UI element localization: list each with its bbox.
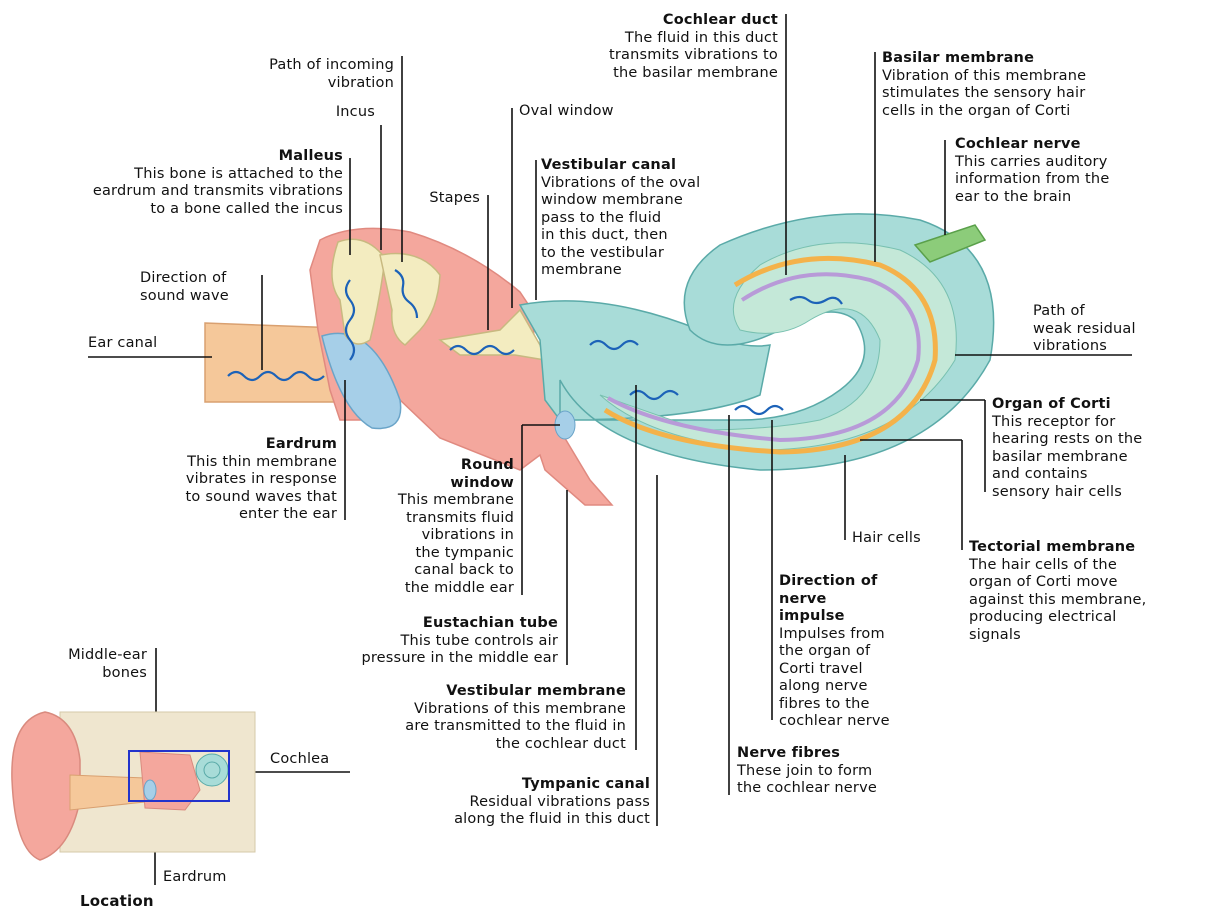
- label-round-window: Round window This membrane transmits flu…: [352, 457, 514, 597]
- label-location: Location: [80, 893, 154, 911]
- label-cochlear-duct: Cochlear duct The fluid in this duct tra…: [556, 12, 778, 82]
- label-ear-canal: Ear canal: [88, 335, 157, 353]
- nerve-fibres-title: Nerve fibres: [737, 745, 877, 763]
- label-middle-ear-bones: Middle-ear bones: [30, 647, 147, 682]
- eustachian-tube-title: Eustachian tube: [290, 615, 558, 633]
- label-incus: Incus: [300, 104, 375, 122]
- malleus-title: Malleus: [8, 148, 343, 166]
- cochlear-duct-desc: The fluid in this duct transmits vibrati…: [556, 30, 778, 83]
- label-eardrum-small: Eardrum: [163, 869, 227, 887]
- vestibular-membrane-title: Vestibular membrane: [330, 683, 626, 701]
- label-hair-cells: Hair cells: [852, 530, 921, 548]
- tectorial-membrane-desc: The hair cells of the organ of Corti mov…: [969, 557, 1146, 645]
- organ-corti-title: Organ of Corti: [992, 396, 1142, 414]
- cochlear-duct-title: Cochlear duct: [556, 12, 778, 30]
- eardrum-title: Eardrum: [120, 436, 337, 454]
- tympanic-canal-desc: Residual vibrations pass along the fluid…: [380, 794, 650, 829]
- tectorial-membrane-title: Tectorial membrane: [969, 539, 1146, 557]
- label-nerve-fibres: Nerve fibres These join to form the coch…: [737, 745, 877, 798]
- cochlear-nerve-desc: This carries auditory information from t…: [955, 154, 1109, 207]
- eardrum-desc: This thin membrane vibrates in response …: [120, 454, 337, 524]
- label-vestibular-canal: Vestibular canal Vibrations of the oval …: [541, 157, 700, 280]
- tympanic-canal-title: Tympanic canal: [380, 776, 650, 794]
- basilar-membrane-title: Basilar membrane: [882, 50, 1086, 68]
- cochlear-nerve-title: Cochlear nerve: [955, 136, 1109, 154]
- label-tectorial-membrane: Tectorial membrane The hair cells of the…: [969, 539, 1146, 644]
- organ-corti-desc: This receptor for hearing rests on the b…: [992, 414, 1142, 502]
- round-window-desc: This membrane transmits fluid vibrations…: [352, 492, 514, 597]
- label-vestibular-membrane: Vestibular membrane Vibrations of this m…: [330, 683, 626, 753]
- basilar-membrane-desc: Vibration of this membrane stimulates th…: [882, 68, 1086, 121]
- malleus-desc: This bone is attached to the eardrum and…: [8, 166, 343, 219]
- label-tympanic-canal: Tympanic canal Residual vibrations pass …: [380, 776, 650, 829]
- inset-cochlea: [196, 754, 228, 786]
- round-window-title: Round window: [352, 457, 514, 492]
- label-cochlea: Cochlea: [270, 751, 329, 769]
- eustachian-tube-desc: This tube controls air pressure in the m…: [290, 633, 558, 668]
- nerve-fibres-desc: These join to form the cochlear nerve: [737, 763, 877, 798]
- label-eardrum: Eardrum This thin membrane vibrates in r…: [120, 436, 337, 524]
- direction-nerve-desc: Impulses from the organ of Corti travel …: [779, 626, 890, 731]
- label-cochlear-nerve: Cochlear nerve This carries auditory inf…: [955, 136, 1109, 206]
- direction-nerve-title: Direction of nerve impulse: [779, 573, 890, 626]
- location-inset: [12, 712, 255, 860]
- label-stapes: Stapes: [400, 190, 480, 208]
- label-eustachian-tube: Eustachian tube This tube controls air p…: [290, 615, 558, 668]
- label-oval-window: Oval window: [519, 103, 614, 121]
- vestibular-canal-desc: Vibrations of the oval window membrane p…: [541, 175, 700, 280]
- label-path-weak: Path of weak residual vibrations: [1033, 303, 1136, 356]
- vestibular-canal-title: Vestibular canal: [541, 157, 700, 175]
- label-organ-corti: Organ of Corti This receptor for hearing…: [992, 396, 1142, 501]
- label-direction-sound: Direction of sound wave: [140, 270, 229, 305]
- wave-nerve: [735, 406, 783, 414]
- label-direction-nerve: Direction of nerve impulse Impulses from…: [779, 573, 890, 731]
- label-path-incoming: Path of incoming vibration: [214, 57, 394, 92]
- label-malleus: Malleus This bone is attached to the ear…: [8, 148, 343, 218]
- label-basilar-membrane: Basilar membrane Vibration of this membr…: [882, 50, 1086, 120]
- vestibular-membrane-desc: Vibrations of this membrane are transmit…: [330, 701, 626, 754]
